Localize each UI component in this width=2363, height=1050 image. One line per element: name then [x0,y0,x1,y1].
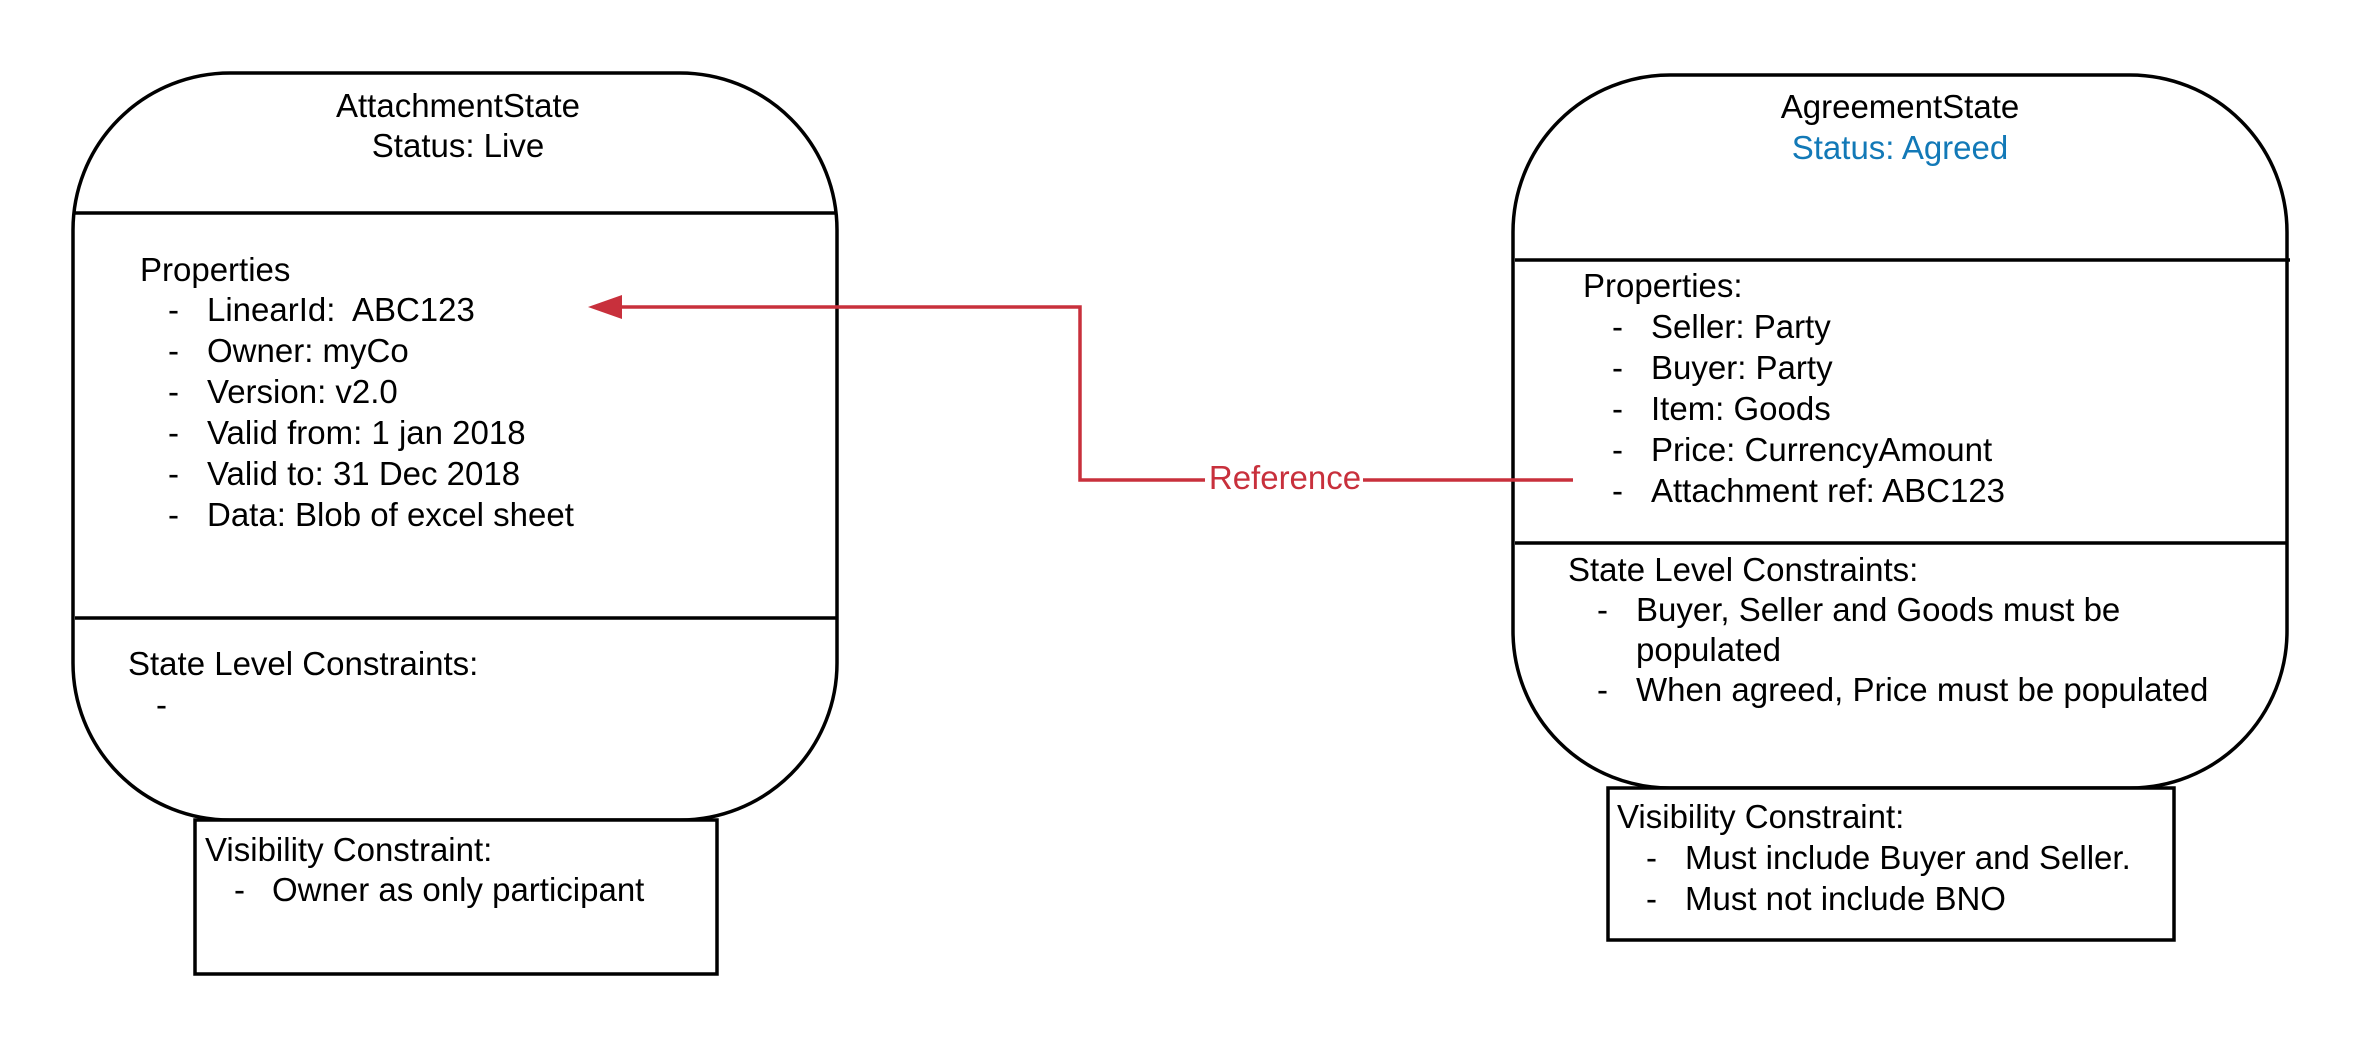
agreement-constraints-heading: State Level Constraints: [1568,551,1919,588]
agreement-constraint-1-continued: populated [1636,631,1781,668]
attachment-constraints-empty-dash: - [156,686,167,723]
agreement-visibility-box[interactable] [1606,786,2176,942]
agreement-property-buyer: Buyer: Party [1651,349,1833,386]
agreement-status: Status: Agreed [1791,129,2009,166]
bullet-dash: - [168,291,179,328]
attachment-status: Status: Live [371,127,545,164]
bullet-dash: - [168,455,179,492]
attachment-constraints-heading: State Level Constraints: [128,645,479,682]
attachment-property-owner: Owner: myCo [207,332,409,369]
agreement-property-seller: Seller: Party [1651,308,1831,345]
attachment-property-valid-from: Valid from: 1 jan 2018 [207,414,526,451]
bullet-dash: - [1612,349,1623,386]
bullet-dash: - [234,871,245,908]
agreement-property-item: Item: Goods [1651,390,1831,427]
agreement-visibility-item-2: Must not include BNO [1685,880,2006,917]
attachment-visibility-heading: Visibility Constraint: [205,831,493,868]
bullet-dash: - [1612,308,1623,345]
agreement-constraint-2: When agreed, Price must be populated [1636,671,2209,708]
reference-label: Reference [1208,459,1362,496]
bullet-dash: - [1646,880,1657,917]
bullet-dash: - [1597,591,1608,628]
agreement-properties-heading: Properties: [1583,267,1743,304]
attachment-title: AttachmentState [336,87,580,124]
agreement-property-price: Price: CurrencyAmount [1651,431,1993,468]
attachment-property-valid-to: Valid to: 31 Dec 2018 [207,455,521,492]
agreement-constraint-1: Buyer, Seller and Goods must be [1636,591,2121,628]
agreement-title: AgreementState [1780,88,2020,125]
attachment-property-data: Data: Blob of excel sheet [207,496,574,533]
attachment-properties-heading: Properties [140,251,291,288]
agreement-visibility-item-1: Must include Buyer and Seller. [1685,839,2131,876]
attachment-property-linear-id: LinearId: ABC123 [207,291,475,328]
attachment-property-version: Version: v2.0 [207,373,398,410]
bullet-dash: - [168,332,179,369]
agreement-visibility-heading: Visibility Constraint: [1617,798,1905,835]
bullet-dash: - [168,414,179,451]
bullet-dash: - [168,373,179,410]
bullet-dash: - [1646,839,1657,876]
attachment-visibility-item: Owner as only participant [272,871,645,908]
bullet-dash: - [1612,390,1623,427]
bullet-dash: - [1612,472,1623,509]
attachment-visibility-box[interactable] [193,818,719,976]
bullet-dash: - [1597,671,1608,708]
reference-label-bg [1205,456,1363,502]
bullet-dash: - [1612,431,1623,468]
reference-arrowhead [588,295,622,319]
agreement-property-attachment-ref: Attachment ref: ABC123 [1651,472,2006,509]
bullet-dash: - [168,496,179,533]
